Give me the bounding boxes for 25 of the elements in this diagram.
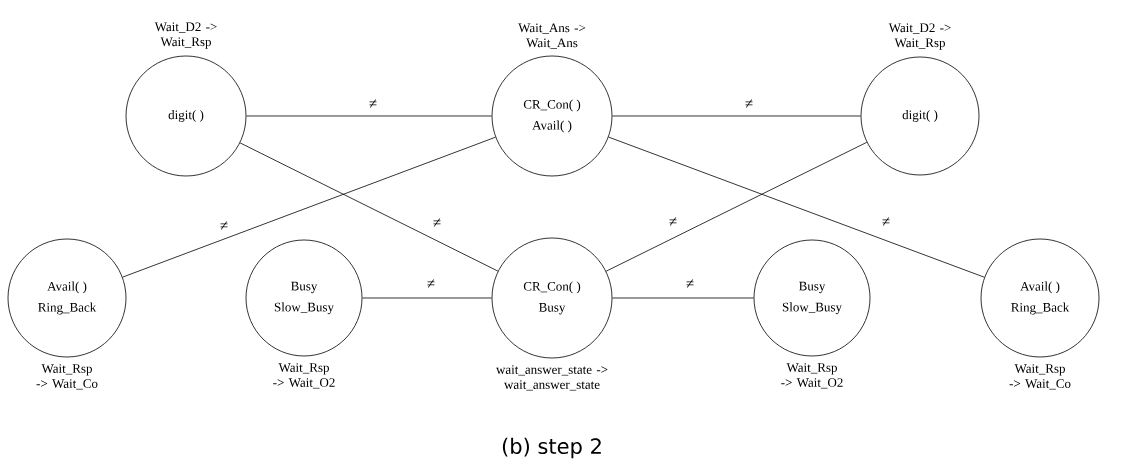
edge-label: ≠ xyxy=(668,217,678,227)
state-label: Wait_Rsp -> Wait_Co xyxy=(1009,364,1071,390)
connector-line xyxy=(612,297,754,299)
state-label: Wait_D2 -> Wait_Rsp xyxy=(888,23,951,50)
state-label: Wait_Ans -> Wait_Ans xyxy=(518,23,586,49)
state-label: Wait_D2 -> Wait_Rsp xyxy=(154,22,217,49)
state-label: Wait_Rsp -> Wait_O2 xyxy=(273,363,335,389)
edge-label: ≠ xyxy=(744,99,754,109)
state-label: Wait_Rsp -> Wait_Co xyxy=(36,364,98,390)
connector-line xyxy=(362,297,492,299)
edge-label: ≠ xyxy=(368,99,378,109)
edge-label: ≠ xyxy=(685,279,695,289)
caption: (b) step 2 xyxy=(502,437,601,459)
edge-label: ≠ xyxy=(426,279,436,289)
connector-line xyxy=(239,142,499,272)
connector-line xyxy=(246,115,492,117)
connector-line xyxy=(608,136,985,278)
edge-label: ≠ xyxy=(432,218,442,228)
connector-line xyxy=(612,115,861,117)
state-label: wait_answer_state -> wait_answer_state xyxy=(496,365,608,391)
connector-line xyxy=(605,141,868,272)
edge-label: ≠ xyxy=(881,217,891,227)
edge-label: ≠ xyxy=(219,221,229,231)
state-label: Wait_Rsp -> Wait_O2 xyxy=(781,363,843,389)
connector-line xyxy=(122,136,496,278)
